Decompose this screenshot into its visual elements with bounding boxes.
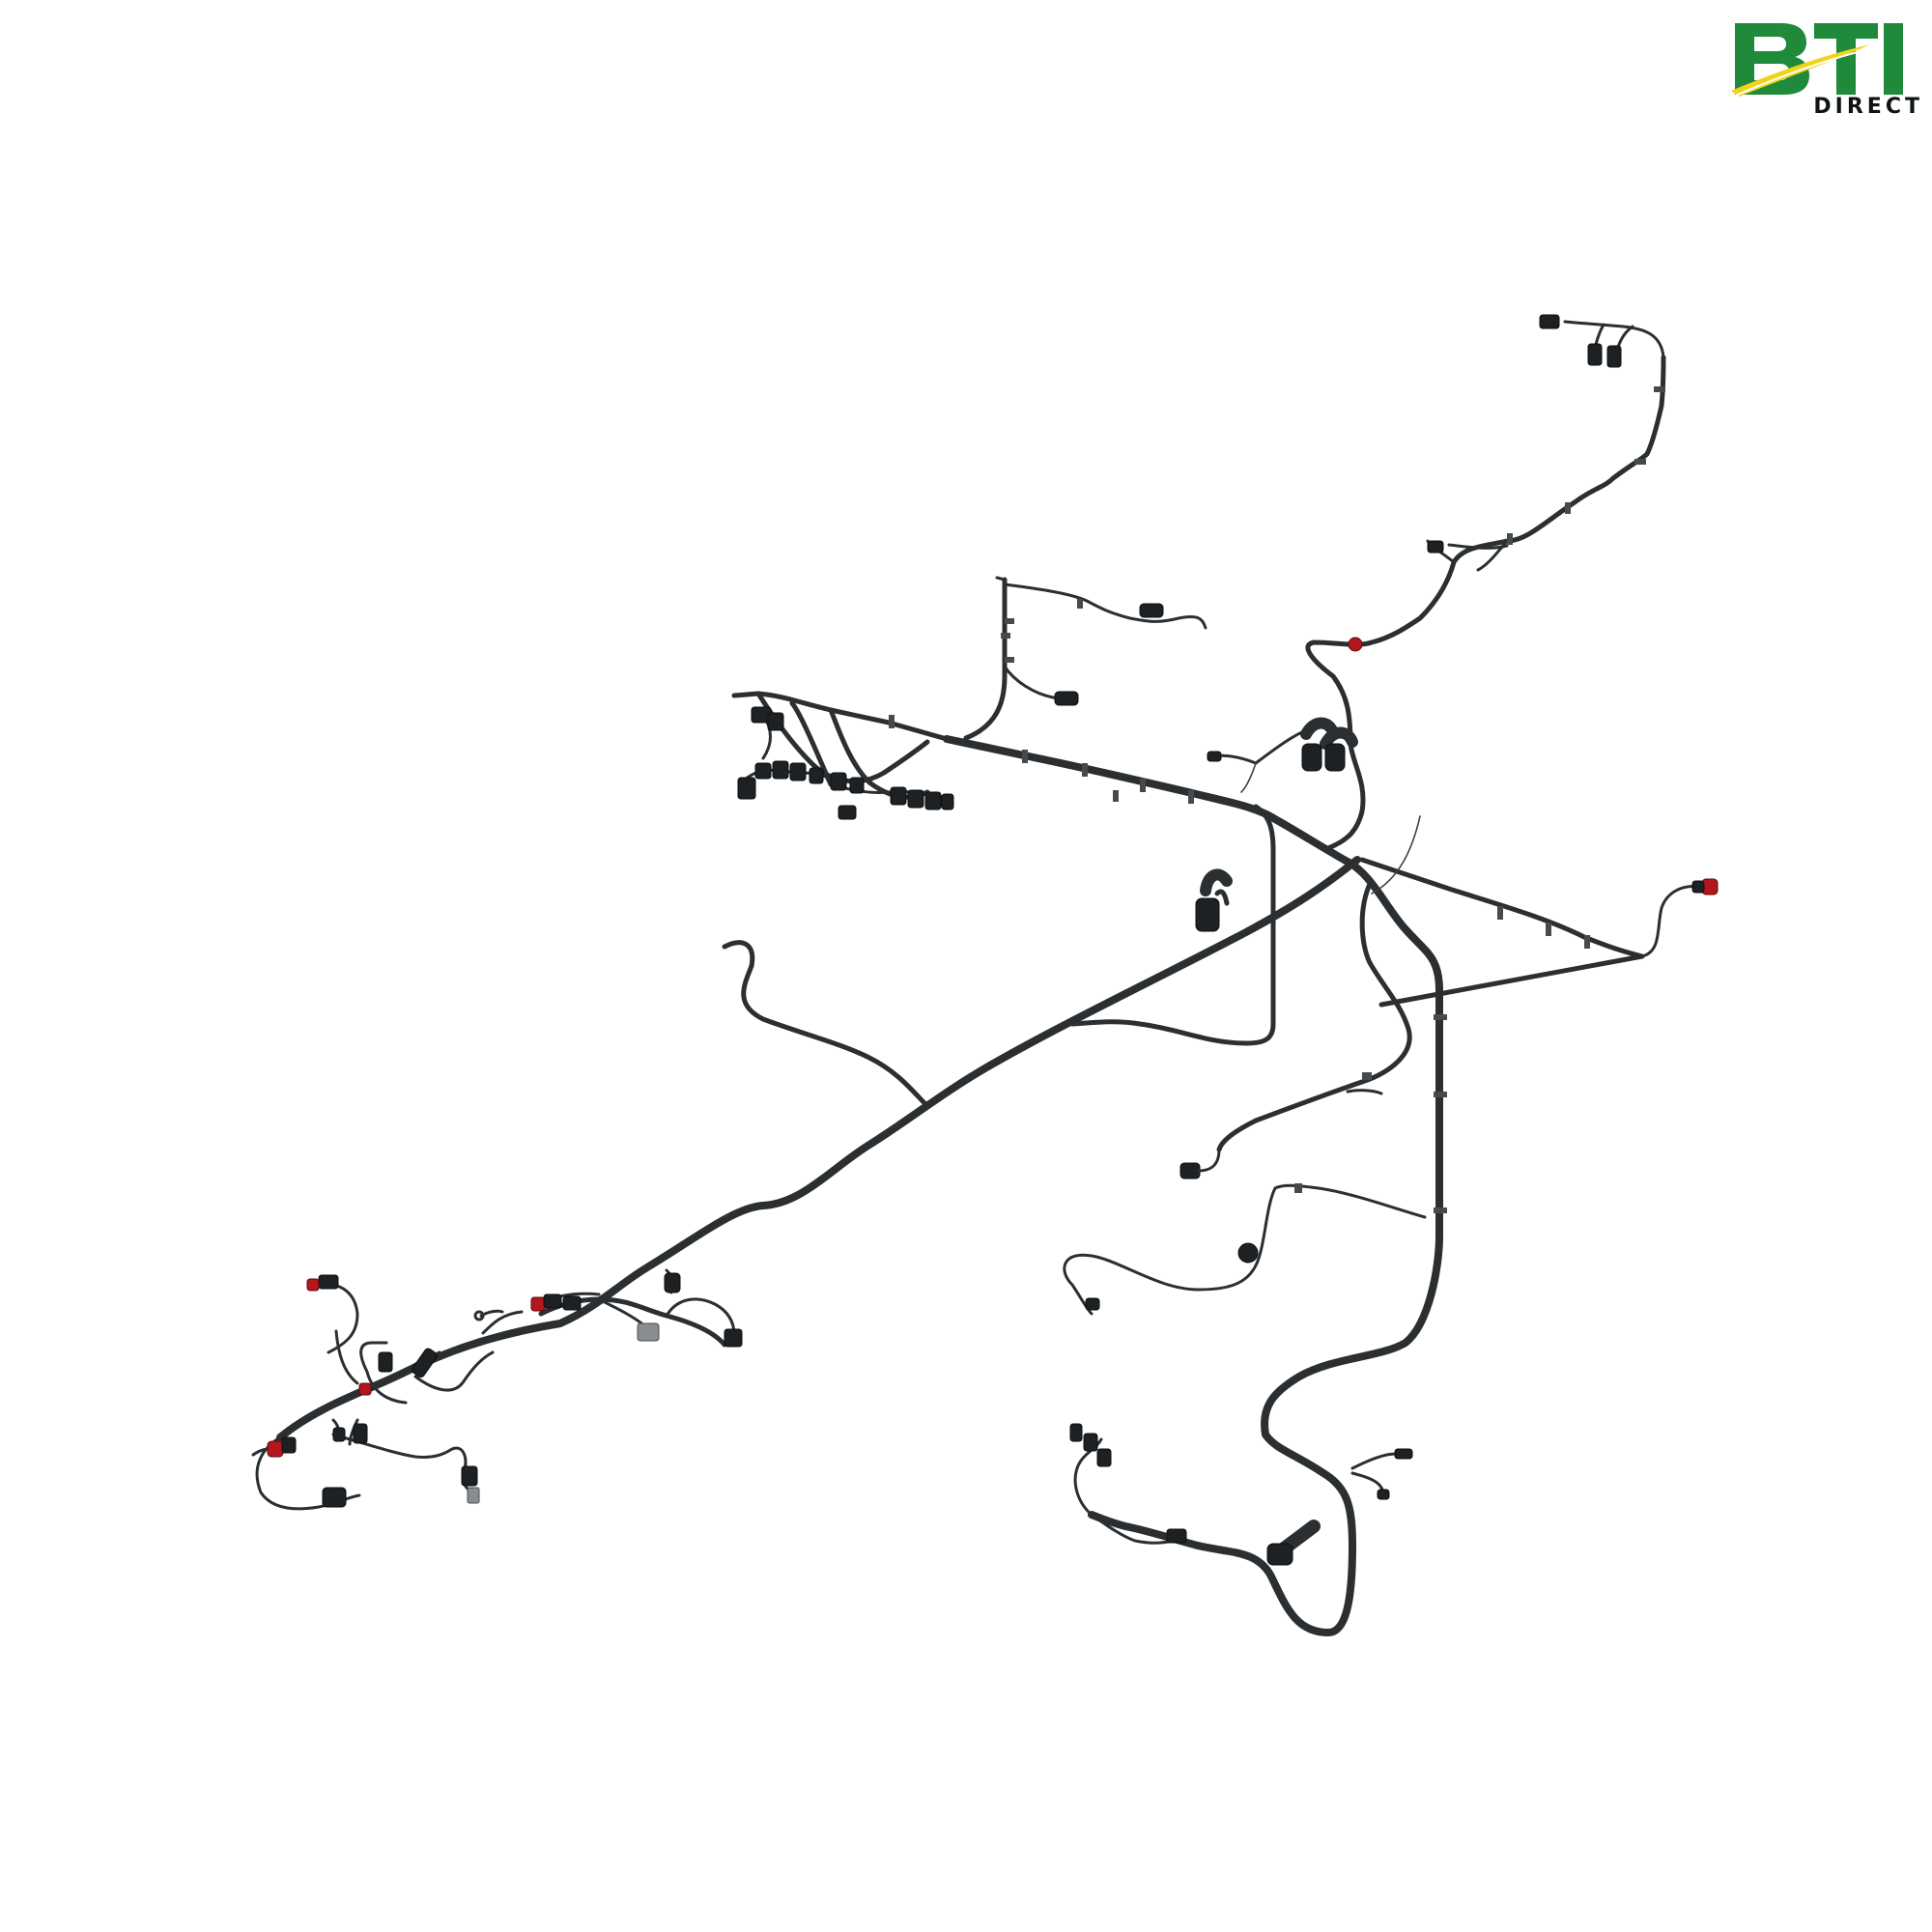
upper-right-harness [1305,355,1666,851]
right-lateral-branch [1359,857,1645,1008]
logo-subtext: DIRECT [1813,95,1923,119]
right-descending-trunk [1088,858,1443,1636]
left-descending-branch [722,940,930,1109]
upper-trunk [943,735,1351,866]
main-trunk [276,856,1361,1441]
antenna-lead [1371,815,1421,895]
left-connector-cluster [737,706,954,820]
harness-clips [889,386,1665,1213]
lower-center-lead [1090,1513,1176,1545]
bti-direct-logo [1731,23,1903,98]
center-vertical-drop [1069,804,1276,1046]
bti-letters [1735,23,1903,95]
lower-center-loop [1063,1183,1427,1316]
top-center-riser [963,577,1008,741]
